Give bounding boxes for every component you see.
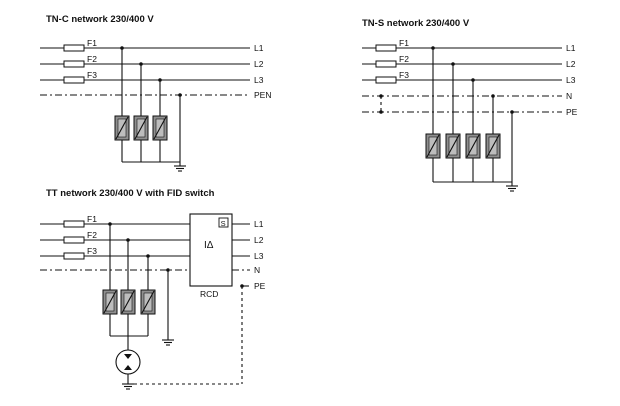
tn-s-fuse-f3	[375, 76, 397, 84]
tt-title: TT network 230/400 V with FID switch	[46, 188, 215, 199]
rcd-badge: S	[221, 219, 226, 228]
tt-earth-icon	[122, 383, 134, 390]
rcd-badge-box	[218, 217, 229, 228]
tt-fuse-label-f1: F1	[87, 214, 97, 224]
tn-c-label-l1: L1	[254, 43, 264, 53]
tn-c-diagram: TN-C network 230/400 V F1 F2 F3 L1 L2 L3…	[40, 14, 271, 172]
tn-s-arrester-3	[465, 133, 481, 159]
tn-c-label-l3: L3	[254, 75, 264, 85]
tn-s-fuse-label-f3: F3	[399, 70, 409, 80]
tn-c-fuse-f1	[63, 44, 85, 52]
tt-diagram: TT network 230/400 V with FID switch S I…	[40, 188, 266, 390]
tt-arrester-2	[120, 289, 136, 315]
tn-s-earth-icon	[506, 185, 518, 192]
tn-c-title: TN-C network 230/400 V	[46, 14, 154, 25]
tn-c-arrester-3	[152, 115, 168, 141]
tn-s-label-n: N	[566, 91, 572, 101]
tt-label-pe: PE	[254, 281, 266, 291]
rcd-symbol: IΔ	[204, 240, 214, 251]
tn-s-arrester-2	[445, 133, 461, 159]
rcd-switch: S IΔ RCD	[189, 213, 233, 299]
tn-s-arrester-4	[485, 133, 501, 159]
tn-c-label-pen: PEN	[254, 90, 271, 100]
tn-s-fuse-label-f1: F1	[399, 38, 409, 48]
tn-s-label-l2: L2	[566, 59, 576, 69]
tn-s-diagram: TN-S network 230/400 V F1 F2 F3 L1 L2 L3…	[362, 18, 578, 192]
tn-c-earth-icon	[174, 165, 186, 172]
tn-c-fuse-label-f3: F3	[87, 70, 97, 80]
tt-fuse-f1	[63, 220, 85, 228]
tn-c-fuse-f3	[63, 76, 85, 84]
tt-arrester-1	[102, 289, 118, 315]
tn-c-label-l2: L2	[254, 59, 264, 69]
tn-s-label-pe: PE	[566, 107, 578, 117]
tn-s-label-l1: L1	[566, 43, 576, 53]
tt-label-l2: L2	[254, 235, 264, 245]
tn-c-arrester-1	[114, 115, 130, 141]
tn-s-arrester-1	[425, 133, 441, 159]
rcd-label: RCD	[200, 289, 218, 299]
tn-c-fuse-label-f1: F1	[87, 38, 97, 48]
tn-s-node-pe-bridge	[379, 110, 383, 114]
spark-gap-icon	[115, 349, 141, 375]
tn-s-fuse-f2	[375, 60, 397, 68]
tn-c-fuse-f2	[63, 60, 85, 68]
tn-s-fuse-label-f2: F2	[399, 54, 409, 64]
tt-fuse-label-f2: F2	[87, 230, 97, 240]
tn-c-fuse-label-f2: F2	[87, 54, 97, 64]
tn-s-title: TN-S network 230/400 V	[362, 18, 470, 29]
tt-fuse-f3	[63, 252, 85, 260]
tt-label-l3: L3	[254, 251, 264, 261]
tn-s-fuse-f1	[375, 44, 397, 52]
tt-label-n: N	[254, 265, 260, 275]
tt-fuse-label-f3: F3	[87, 246, 97, 256]
tt-label-l1: L1	[254, 219, 264, 229]
tn-c-arrester-2	[133, 115, 149, 141]
tt-n-earth-icon	[162, 339, 174, 346]
tt-fuse-f2	[63, 236, 85, 244]
tn-s-label-l3: L3	[566, 75, 576, 85]
tt-arrester-3	[140, 289, 156, 315]
